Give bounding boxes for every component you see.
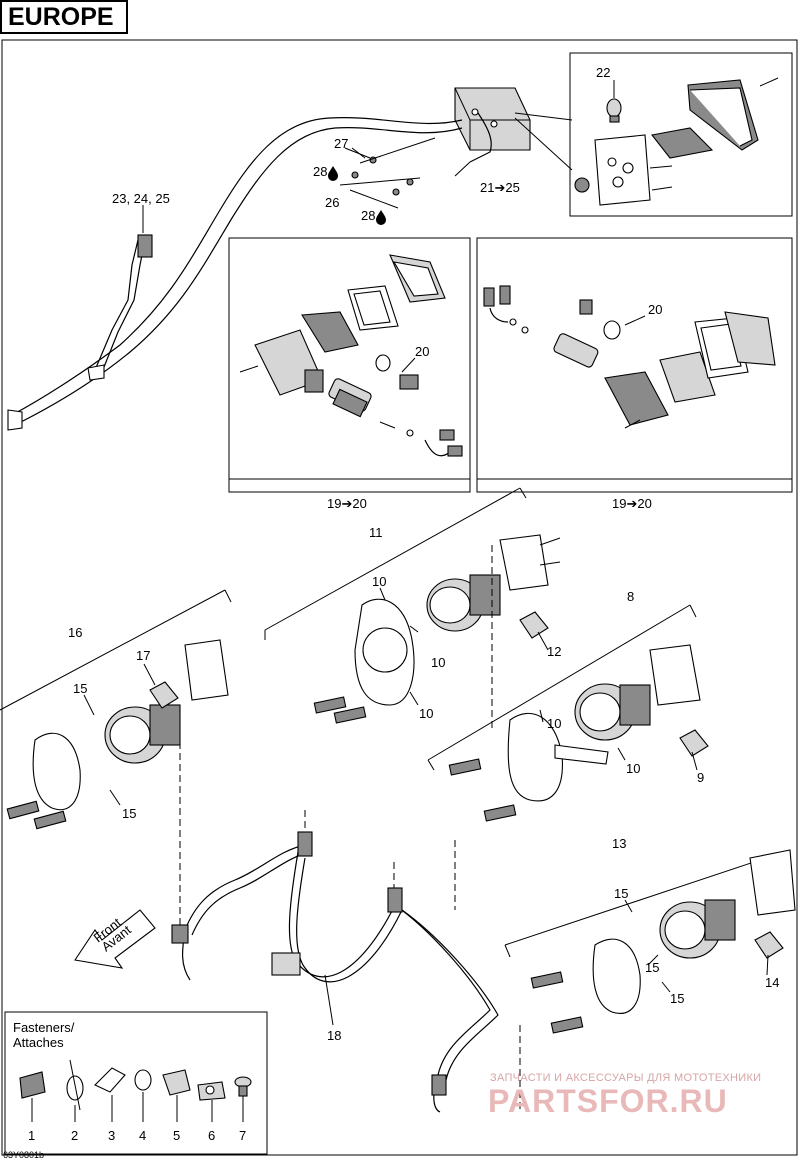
callout-14: 14 xyxy=(765,975,779,990)
callout-28b: 28 xyxy=(361,208,375,223)
fastener-label-1: 1 xyxy=(28,1128,35,1143)
callout-13: 13 xyxy=(612,836,626,851)
tail-light-exploded-parts xyxy=(574,77,779,206)
turn-signal-box-right xyxy=(476,237,793,480)
callout-15a: 15 xyxy=(73,681,87,696)
headlight-11-assembly xyxy=(264,487,561,730)
fasteners-box xyxy=(4,1011,268,1155)
callout-19-20b: 19➔20 xyxy=(612,496,652,511)
hardware-26-27-28 xyxy=(328,137,436,225)
turn-signal-right-parts xyxy=(483,285,776,429)
callout-leaders xyxy=(83,80,769,1026)
fastener-label-2: 2 xyxy=(71,1128,78,1143)
callout-10b: 10 xyxy=(431,655,445,670)
turn-signal-left-parts xyxy=(239,254,463,457)
callout-19-20a: 19➔20 xyxy=(327,496,367,511)
callout-16: 16 xyxy=(68,625,82,640)
diagram-frame xyxy=(1,39,798,1156)
figure-id: 63Y0801b xyxy=(3,1150,44,1160)
callout-10c: 10 xyxy=(419,706,433,721)
front-arrow-icon: Front Avant xyxy=(74,909,156,969)
headlight-16-assembly xyxy=(0,589,232,935)
callout-9: 9 xyxy=(697,770,704,785)
callout-10a: 10 xyxy=(372,574,386,589)
callout-21-25: 21➔25 xyxy=(480,180,520,195)
watermark-tagline: ЗАПЧАСТИ И АКСЕССУАРЫ ДЛЯ МОТОТЕХНИКИ xyxy=(490,1072,761,1084)
watermark-logo: PARTSFOR.RU xyxy=(488,1083,728,1119)
front-wire-harness xyxy=(171,810,499,1113)
callout-27: 27 xyxy=(334,136,348,151)
fastener-label-6: 6 xyxy=(208,1128,215,1143)
callout-18: 18 xyxy=(327,1028,341,1043)
callout-8: 8 xyxy=(627,589,634,604)
callout-10e: 10 xyxy=(626,761,640,776)
callout-26: 26 xyxy=(325,195,339,210)
fastener-label-4: 4 xyxy=(139,1128,146,1143)
callout-23-25: 23, 24, 25 xyxy=(112,191,170,206)
callout-11: 11 xyxy=(369,525,383,540)
fasteners-title-2: Attaches xyxy=(13,1035,64,1050)
sealant-drop-icon xyxy=(376,210,386,225)
turn-signal-box-left xyxy=(228,237,471,480)
tail-light-assembly xyxy=(454,87,573,171)
callout-17: 17 xyxy=(136,648,150,663)
sealant-drop-icon xyxy=(328,166,338,181)
callout-labels: 22 27 28 26 28 21➔25 23, 24, 25 20 20 19… xyxy=(68,65,779,1043)
callout-15b: 15 xyxy=(122,806,136,821)
callout-12: 12 xyxy=(547,644,561,659)
callout-20a: 20 xyxy=(415,344,429,359)
fastener-label-7: 7 xyxy=(239,1128,246,1143)
region-tag: EUROPE xyxy=(0,0,128,34)
callout-15d: 15 xyxy=(645,960,659,975)
fastener-label-5: 5 xyxy=(173,1128,180,1143)
fastener-label-3: 3 xyxy=(108,1128,115,1143)
fasteners-title-1: Fasteners/ xyxy=(13,1020,75,1035)
callout-15c: 15 xyxy=(614,886,628,901)
bracket-19-20-right xyxy=(476,479,793,493)
callout-15e: 15 xyxy=(670,991,684,1006)
headlight-8-assembly xyxy=(427,604,709,910)
rear-wire-harness xyxy=(7,112,492,431)
bracket-19-20-left xyxy=(228,479,471,493)
callout-20b: 20 xyxy=(648,302,662,317)
headlight-13-assembly xyxy=(504,849,796,1110)
callout-28a: 28 xyxy=(313,164,327,179)
tail-light-exploded-box xyxy=(569,52,793,217)
fasteners-parts xyxy=(19,1059,252,1122)
callout-10d: 10 xyxy=(547,716,561,731)
callout-22: 22 xyxy=(596,65,610,80)
